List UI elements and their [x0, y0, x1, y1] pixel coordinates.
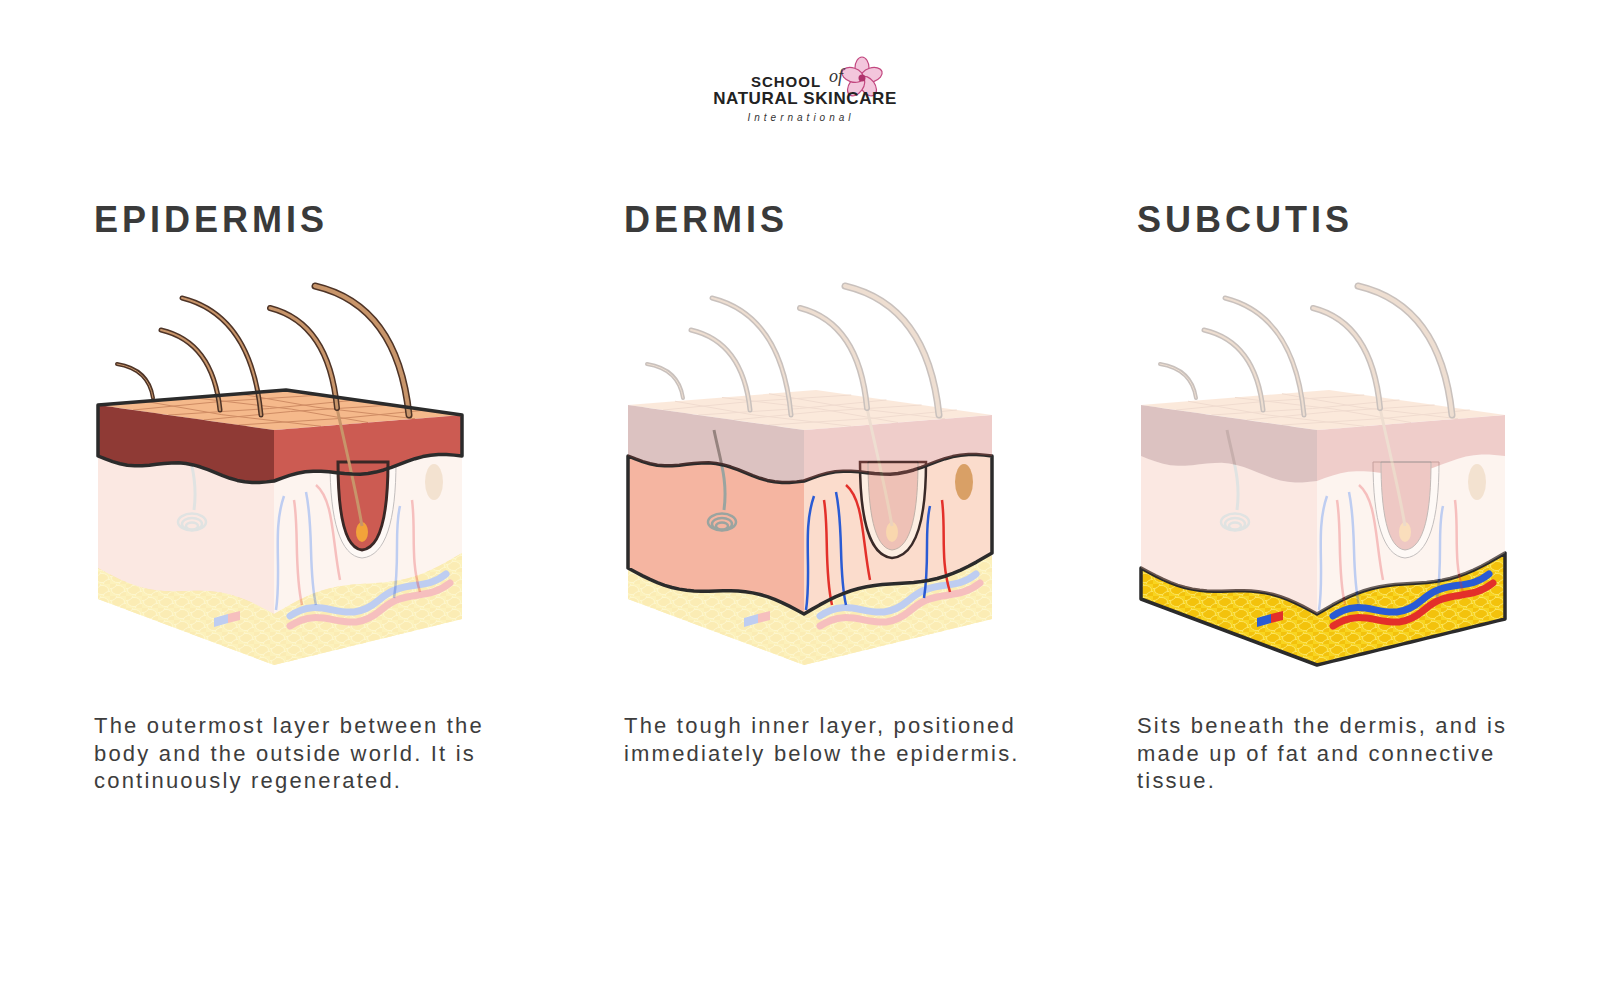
skin-layer-panel: DERMIS The tough inner layer, positioned …: [624, 200, 1074, 775]
hair-shaft: [712, 298, 791, 415]
sweat-gland-coil: [1225, 518, 1245, 530]
epidermis-left-face: [628, 405, 804, 482]
hair-shaft: [117, 364, 153, 398]
skin-cell-line: [663, 395, 851, 410]
dermis-right-face: [804, 455, 992, 614]
layer-description: The tough inner layer, positioned immedi…: [624, 712, 1069, 767]
logo-text: SCHOOL: [751, 73, 821, 90]
blood-vessel: [924, 506, 930, 598]
hair-shaft: [1204, 330, 1263, 410]
layer-heading: SUBCUTIS: [1137, 200, 1353, 240]
skin-layer-panel: SUBCUTIS Sits beneath the dermis, and is …: [1137, 200, 1582, 803]
epidermis-layer: [1141, 286, 1505, 550]
layer-heading: DERMIS: [624, 200, 788, 240]
petal: [840, 65, 865, 85]
logo-text: International: [747, 112, 854, 123]
skin-cross-section: [94, 200, 474, 680]
epidermis-left-face: [1141, 405, 1317, 482]
blood-vessel: [846, 485, 870, 580]
blood-vessel: [836, 492, 846, 605]
epidermis-layer: [98, 286, 462, 550]
hair-shaft: [1225, 298, 1304, 415]
skin-cross-section: [1137, 200, 1517, 680]
vessel-end: [1271, 611, 1283, 623]
blood-vessel: [1455, 500, 1463, 592]
follicle-sheath: [868, 462, 918, 550]
vessel-end: [1257, 614, 1271, 627]
blood-vessel: [276, 496, 284, 610]
blood-vessel: [1437, 506, 1443, 598]
blood-vessel: [294, 500, 302, 605]
sebaceous-gland: [955, 464, 973, 500]
hair-follicle-pocket: [330, 462, 396, 558]
epidermis-layer: [628, 286, 992, 550]
sweat-gland-coil: [178, 514, 206, 531]
sweat-gland-coil: [1229, 522, 1241, 529]
blood-vessel: [824, 500, 832, 605]
vessel-end: [758, 611, 770, 623]
hair-shaft: [800, 308, 867, 408]
layer-description: The outermost layer between the body and…: [94, 712, 539, 795]
hair-shaft-core: [691, 330, 750, 410]
skin-cell-line: [1282, 394, 1458, 419]
hair-shaft-core: [117, 364, 153, 398]
hair-shaft: [1313, 308, 1380, 408]
layer-heading: EPIDERMIS: [94, 200, 328, 240]
sweat-gland-coil: [186, 522, 198, 529]
blood-vessel: [1359, 485, 1383, 580]
logo-text: NATURAL SKINCARE: [713, 89, 897, 109]
blood-vessel: [1349, 492, 1359, 605]
hair-shaft: [691, 330, 750, 410]
hair-shaft-core: [845, 286, 939, 415]
hair-shaft: [647, 364, 683, 398]
hair-shaft: [1358, 286, 1452, 415]
hair-root: [1380, 408, 1405, 526]
blood-vessel: [1337, 500, 1345, 605]
sweat-gland-coil: [716, 522, 728, 529]
hair-shaft-core: [1358, 286, 1452, 415]
skin-cell-line: [1176, 395, 1364, 410]
sweat-gland-coil: [712, 518, 732, 530]
vessel-end: [744, 614, 758, 627]
hair-shaft-core: [712, 298, 791, 415]
hair-root: [867, 408, 892, 526]
blood-vessel: [316, 485, 340, 580]
hair-shaft: [1160, 364, 1196, 398]
layer-description: Sits beneath the dermis, and is made up …: [1137, 712, 1577, 795]
hair-shaft-core: [647, 364, 683, 398]
skin-cross-section: [624, 200, 1004, 680]
hair-shaft: [845, 286, 939, 415]
blood-vessel: [806, 496, 814, 610]
layer-outline: [98, 390, 462, 482]
epidermis-left-face: [98, 405, 274, 482]
flower-centre: [859, 75, 866, 82]
blood-vessel: [394, 506, 400, 598]
blood-vessel: [1319, 496, 1327, 610]
logo-text: of: [829, 66, 843, 87]
skin-cell-line: [133, 395, 321, 410]
skin-cell-line: [769, 394, 945, 419]
blood-vessel: [412, 500, 420, 592]
hair-root: [337, 408, 362, 526]
sebaceous-gland: [1468, 464, 1486, 500]
follicle-sheath: [1381, 462, 1431, 550]
hair-shaft-core: [800, 308, 867, 408]
sweat-gland-coil: [182, 518, 202, 530]
vessel-end: [228, 611, 240, 623]
hair-shaft-core: [1160, 364, 1196, 398]
sweat-gland-coil: [708, 514, 736, 531]
dermis-right-face: [274, 455, 462, 614]
skin-layer-panel: EPIDERMIS The outermost layer between the…: [94, 200, 544, 803]
hair-shaft-core: [1313, 308, 1380, 408]
blood-vessel: [306, 492, 316, 605]
dermis-right-face: [1317, 455, 1505, 614]
sebaceous-gland: [425, 464, 443, 500]
hair-follicle-pocket: [1373, 462, 1439, 558]
hair-shaft-core: [1225, 298, 1304, 415]
hair-follicle-pocket: [860, 462, 926, 558]
hair-shaft-core: [1204, 330, 1263, 410]
sweat-gland-coil: [1221, 514, 1249, 531]
vessel-end: [214, 614, 228, 627]
